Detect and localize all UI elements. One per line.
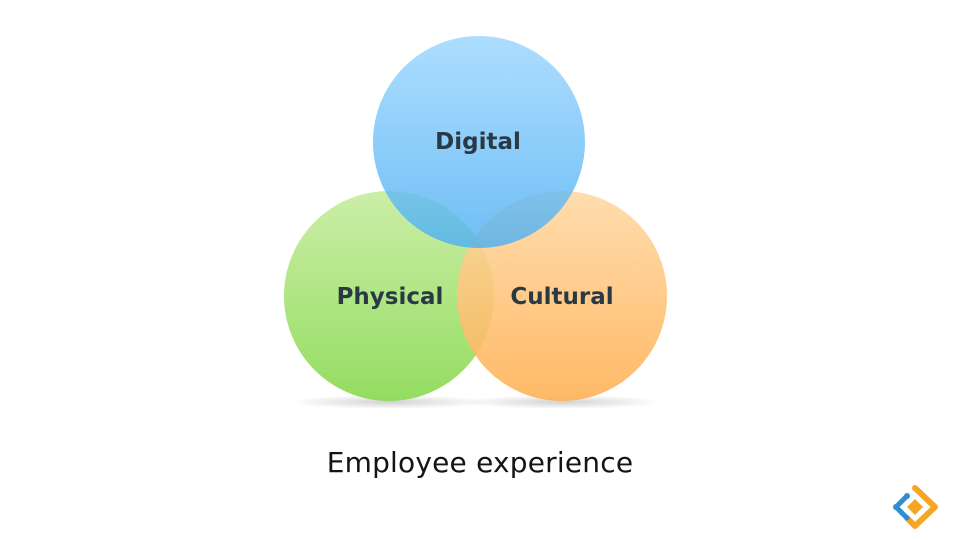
digital-circle	[373, 36, 585, 248]
physical-label: Physical	[337, 284, 444, 310]
diagram-caption: Employee experience	[326, 446, 634, 479]
digital-label: Digital	[435, 129, 521, 155]
cultural-shadow	[462, 395, 662, 409]
physical-circle	[284, 191, 494, 401]
cultural-label: Cultural	[510, 284, 613, 310]
physical-shadow	[289, 395, 489, 409]
diamond-logo-icon	[893, 485, 938, 529]
